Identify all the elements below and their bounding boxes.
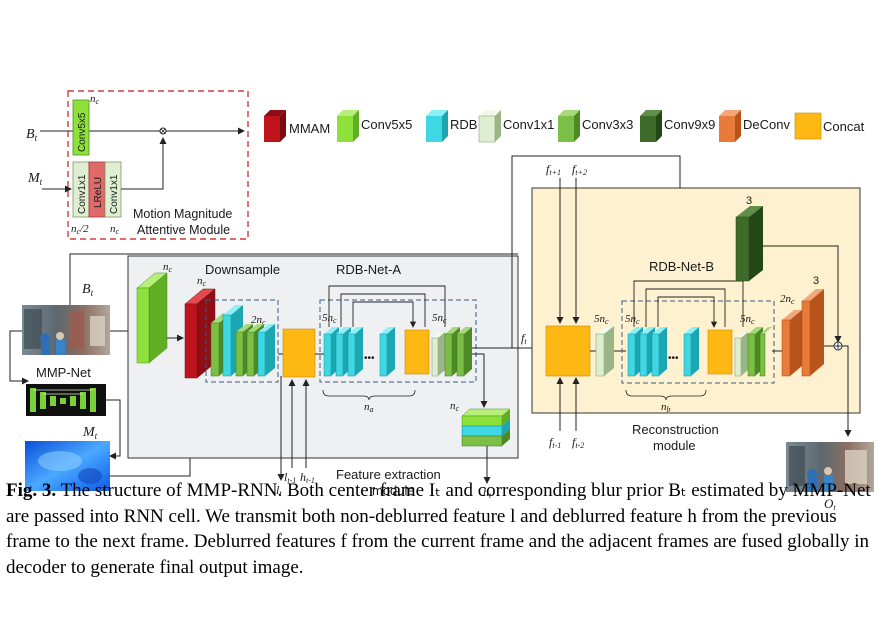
input-frame-image (22, 305, 110, 355)
mmam-nc-top: nc (90, 93, 100, 106)
rec-f-next2: ft+2 (572, 162, 587, 177)
left-m-label: Mt (82, 425, 98, 441)
legend-mmam-label: MMAM (289, 121, 330, 136)
legend-rdb: RDB (426, 110, 477, 142)
mmp-net-icon (26, 384, 106, 416)
fe-nc-2: nc (197, 275, 207, 288)
mmam-module: Bt nc Conv5x5 Mt Conv1x1 LReLU Conv1x1 n… (26, 90, 249, 240)
fe-nc-1: nc (163, 261, 173, 274)
left-b-label: Bt (82, 282, 94, 298)
mmam-conv5x5-block: Conv5x5 (72, 99, 90, 156)
mmam-title-line2: Attentive Module (137, 223, 230, 237)
rec-concat (545, 325, 591, 377)
feature-extraction-module: nc nc Downsample 2nc (127, 255, 519, 500)
hidden-state-stack (461, 408, 511, 447)
motion-prior-image (25, 441, 110, 491)
mmam-nc-half: nc/2 (71, 223, 89, 236)
legend-rdb-label: RDB (450, 117, 477, 132)
fe-mmam-block (184, 288, 216, 379)
figure-caption: Fig. 3. The structure of MMP-RNN. Both c… (6, 478, 881, 580)
fe-l-prev: lt-1 (284, 470, 296, 485)
fe-2nc: 2nc (251, 314, 266, 327)
rdb-b-ellipsis: ••• (668, 353, 679, 364)
rec-f-next1: ft+1 (546, 162, 561, 177)
mmam-conv1x1-b: Conv1x1 (104, 161, 122, 218)
reconstruction-module: ft+1 ft+2 ft-1 ft-2 5nc RDB-Net-B 5nc 5n… (531, 162, 861, 453)
legend-conv1x1: Conv1x1 (478, 110, 554, 143)
downsample-label: Downsample (205, 262, 280, 277)
svg-text:LReLU: LReLU (93, 177, 104, 208)
legend-conv1x1-label: Conv1x1 (503, 117, 554, 132)
mmam-conv1x1-a: Conv1x1 (72, 161, 90, 218)
fe-n-a: na (364, 401, 374, 414)
fe-5nc-1: 5nc (322, 312, 337, 325)
rec-conv9x9 (735, 206, 763, 282)
mmam-input-m: Mt (27, 171, 43, 187)
fe-title-line1: Feature extraction (336, 467, 441, 482)
rec-deconv-blocks (781, 289, 824, 377)
add-node (833, 341, 843, 351)
rdb-net-a-label: RDB-Net-A (336, 262, 401, 277)
downsample-blocks (210, 305, 275, 377)
legend-conv5x5: Conv5x5 (337, 110, 412, 142)
fe-nc-hidden: nc (450, 400, 460, 413)
rdb-net-b-box (621, 300, 775, 384)
legend-conv3x3: Conv3x3 (558, 110, 633, 142)
caption-label: Fig. 3. (6, 480, 57, 501)
legend: MMAM Conv5x5 RDB Conv1x1 Conv3x3 (264, 110, 865, 143)
svg-text:Conv1x1: Conv1x1 (77, 174, 88, 214)
legend-concat-label: Concat (823, 119, 865, 134)
fe-conv5x5 (136, 272, 168, 364)
mmam-nc-bottom: nc (110, 223, 120, 236)
legend-conv9x9-label: Conv9x9 (664, 117, 715, 132)
multiply-node (159, 127, 167, 135)
rec-title-line2: module (653, 438, 696, 453)
rdb-net-b-label: RDB-Net-B (649, 259, 714, 274)
rec-n-b: nb (661, 401, 671, 414)
svg-text:Conv5x5: Conv5x5 (77, 112, 88, 152)
fe-l-t: lt (276, 483, 282, 498)
f-t-label: ft (521, 331, 527, 346)
rdb-a-blocks (323, 327, 472, 377)
fe-concat (282, 328, 316, 378)
legend-deconv-label: DeConv (743, 117, 790, 132)
output-frame-image (786, 442, 874, 492)
legend-concat: Concat (794, 112, 865, 140)
mmam-lrelu: LReLU (88, 161, 106, 218)
rec-three-a: 3 (746, 195, 752, 207)
rdb-b-blocks (627, 327, 772, 377)
rec-5nc-2: 5nc (625, 313, 640, 326)
legend-mmam: MMAM (264, 110, 330, 142)
rdb-net-a-box (319, 299, 477, 383)
fe-title-line2: module (372, 483, 415, 498)
fe-h-t: ht (483, 485, 492, 500)
legend-conv5x5-label: Conv5x5 (361, 117, 412, 132)
downsample-box (205, 299, 279, 383)
rec-three-b: 3 (813, 275, 819, 287)
rec-5nc-3: 5nc (740, 313, 755, 326)
mmam-title-line1: Motion Magnitude (133, 207, 232, 221)
output-label: Ot (824, 496, 836, 512)
svg-text:Conv1x1: Conv1x1 (109, 174, 120, 214)
rec-title-line1: Reconstruction (632, 422, 719, 437)
rdb-a-ellipsis: ••• (364, 353, 375, 364)
rec-conv1x1 (595, 326, 614, 377)
rec-2nc: 2nc (780, 293, 795, 306)
rec-5nc-1: 5nc (594, 313, 609, 326)
rec-f-prev2: ft-2 (572, 435, 584, 450)
legend-conv9x9: Conv9x9 (640, 110, 715, 142)
mmam-input-b: Bt (26, 127, 38, 143)
caption-text: The structure of MMP-RNN. Both center fr… (6, 480, 871, 578)
legend-deconv: DeConv (719, 110, 790, 142)
mmp-net-label: MMP-Net (36, 365, 91, 380)
rec-f-prev1: ft-1 (549, 435, 561, 450)
legend-conv3x3-label: Conv3x3 (582, 117, 633, 132)
fe-h-prev: ht-1 (300, 470, 315, 485)
